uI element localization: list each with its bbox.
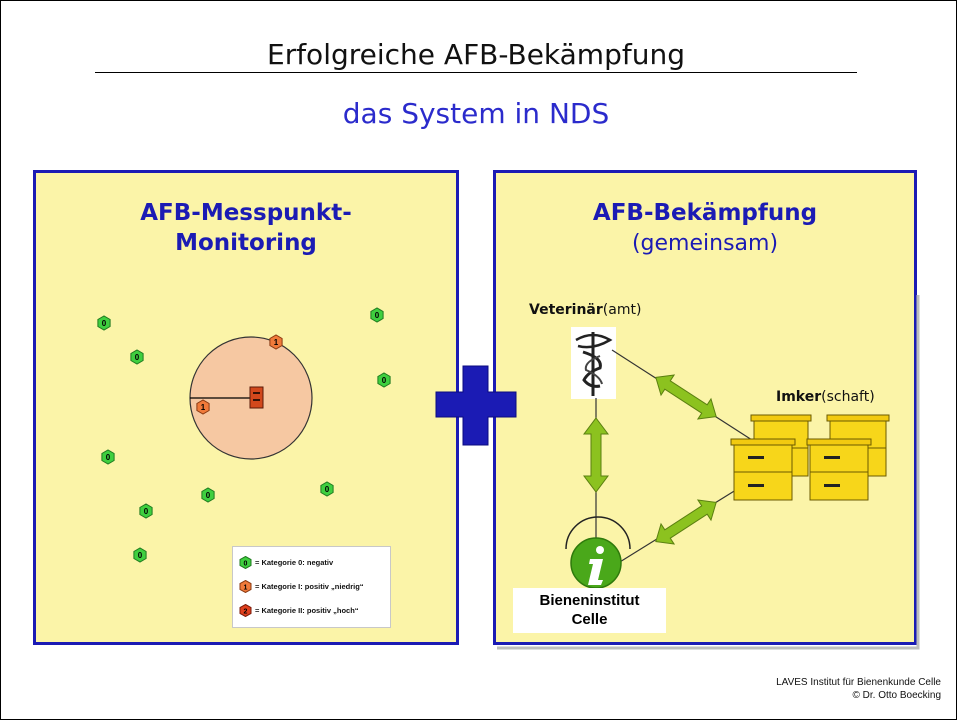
measurement-point-marker: 0 (97, 315, 111, 331)
svg-text:0: 0 (244, 561, 248, 568)
monitoring-title-line1: AFB-Messpunkt- (140, 200, 352, 226)
footer-line1: LAVES Institut für Bienenkunde Celle (776, 677, 941, 688)
hexagon-badge-icon: 0 (239, 556, 252, 569)
marker-category-label: 0 (106, 453, 111, 462)
slide-title: Erfolgreiche AFB-Bekämpfung (267, 38, 685, 71)
marker-category-label: 0 (144, 507, 149, 516)
measurement-markers: 0 0 0 0 0 0 0 0 0 1 1 (97, 307, 391, 563)
control-title: AFB-Bekämpfung (592, 200, 818, 226)
marker-category-label: 0 (325, 485, 330, 494)
marker-category-label: 0 (138, 551, 143, 560)
bieneninstitut-label: Bieneninstitut Celle (513, 588, 666, 633)
panel-shadow (497, 295, 920, 650)
marker-category-label: 0 (375, 311, 380, 320)
category-legend: 0 = Kategorie 0: negativ 1 = Kategorie I… (232, 546, 391, 628)
legend-text-1: = Kategorie I: positiv „niedrig“ (255, 582, 364, 591)
slide-subtitle: das System in NDS (342, 97, 610, 130)
institute-line1: Bieneninstitut (539, 592, 640, 609)
measurement-point-marker: 0 (130, 349, 144, 365)
measurement-point-marker: 0 (139, 503, 153, 519)
marker-category-label: 1 (274, 338, 279, 347)
hexagon-badge-icon: 2 (239, 604, 252, 617)
monitoring-title-line2: Monitoring (175, 230, 317, 256)
outbreak-hive-icon (249, 386, 264, 409)
imker-label: Imker(schaft) (776, 389, 875, 405)
svg-text:2: 2 (244, 609, 248, 616)
arrow-vet-imker (655, 374, 717, 420)
legend-text-2: = Kategorie II: positiv „hoch“ (255, 606, 359, 615)
marker-category-label: 0 (382, 376, 387, 385)
measurement-point-marker: 0 (320, 481, 334, 497)
caduceus-icon (571, 327, 616, 399)
svg-text:1: 1 (244, 585, 248, 592)
plus-icon (435, 365, 517, 446)
measurement-point-marker: 0 (201, 487, 215, 503)
marker-category-label: 1 (201, 403, 206, 412)
arrow-institute-imker (655, 499, 717, 545)
arrow-vet-institute (583, 417, 609, 493)
control-subtitle: (gemeinsam) (631, 231, 779, 256)
measurement-point-marker: 0 (133, 547, 147, 563)
measurement-point-marker: 0 (370, 307, 384, 323)
institute-line2: Celle (571, 611, 608, 628)
measurement-point-marker: 0 (101, 449, 115, 465)
hexagon-badge-icon: 1 (239, 580, 252, 593)
measurement-point-marker: 0 (377, 372, 391, 388)
footer-credit: LAVES Institut für Bienenkunde Celle © D… (776, 676, 941, 702)
vet-label: Veterinär(amt) (529, 302, 642, 318)
info-logo-icon (565, 516, 631, 589)
title-divider (95, 72, 857, 73)
legend-text-0: = Kategorie 0: negativ (255, 558, 334, 567)
beehives-icon (730, 414, 890, 501)
footer-line2: © Dr. Otto Boecking (852, 690, 941, 701)
measurement-point-marker: 1 (269, 334, 283, 350)
control-panel: AFB-Bekämpfung (gemeinsam) (493, 170, 917, 645)
marker-category-label: 0 (135, 353, 140, 362)
marker-category-label: 0 (206, 491, 211, 500)
measurement-point-marker: 1 (196, 399, 210, 415)
marker-category-label: 0 (102, 319, 107, 328)
